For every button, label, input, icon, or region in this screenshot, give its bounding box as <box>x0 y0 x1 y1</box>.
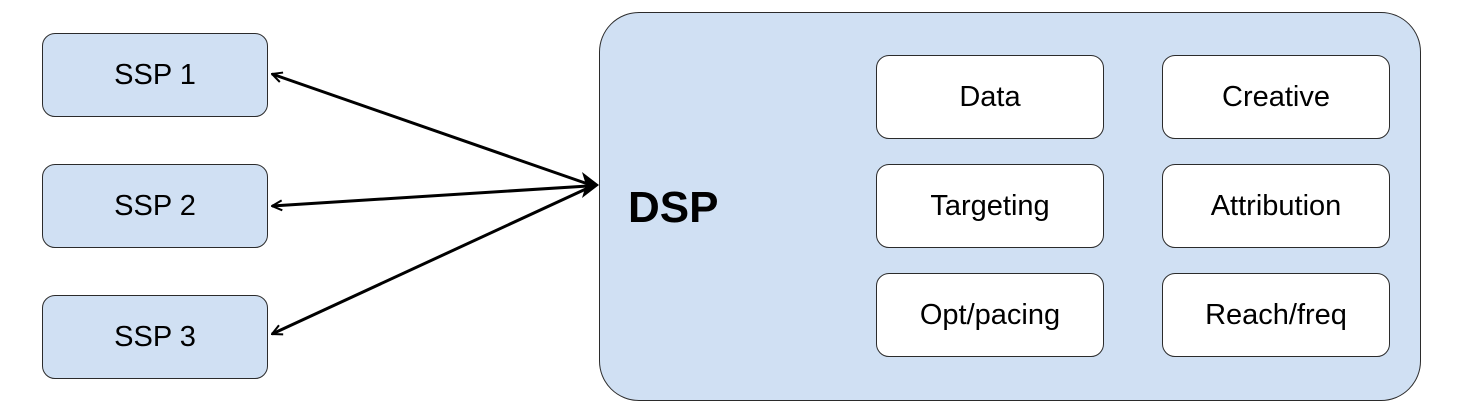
ssp-2-label: SSP 2 <box>114 189 196 222</box>
ssp-2-box[interactable]: SSP 2 <box>42 164 268 248</box>
module-attribution[interactable]: Attribution <box>1162 164 1390 248</box>
ssp-3-label: SSP 3 <box>114 320 196 353</box>
ssp-1-box[interactable]: SSP 1 <box>42 33 268 117</box>
edge-ssp2-dsp <box>272 184 589 206</box>
module-reach-freq-label: Reach/freq <box>1205 298 1347 331</box>
module-attribution-label: Attribution <box>1210 189 1342 222</box>
edge-ssp1-dsp <box>272 74 589 186</box>
edge-ssp3-dsp <box>272 186 589 336</box>
ssp-3-box[interactable]: SSP 3 <box>42 295 268 379</box>
module-creative[interactable]: Creative <box>1162 55 1390 139</box>
module-opt-pacing-label: Opt/pacing <box>919 298 1061 331</box>
dsp-title: DSP <box>628 183 719 232</box>
module-targeting[interactable]: Targeting <box>876 164 1104 248</box>
dsp-arrowhead-icon <box>582 172 599 198</box>
module-creative-label: Creative <box>1222 80 1330 113</box>
module-opt-pacing[interactable]: Opt/pacing <box>876 273 1104 357</box>
module-targeting-label: Targeting <box>930 189 1050 222</box>
module-data-label: Data <box>959 80 1021 113</box>
module-data[interactable]: Data <box>876 55 1104 139</box>
ssp-1-label: SSP 1 <box>114 58 196 91</box>
module-reach-freq[interactable]: Reach/freq <box>1162 273 1390 357</box>
